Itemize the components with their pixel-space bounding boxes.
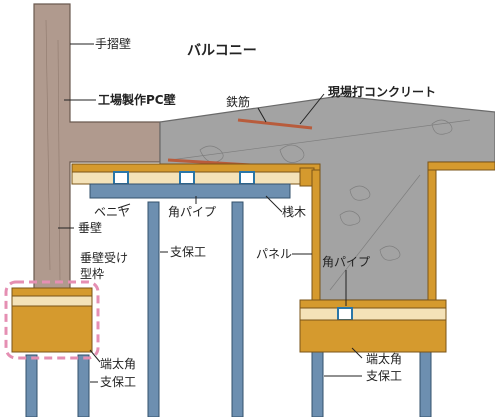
support-post-center-right — [231, 201, 244, 417]
title: バルコニー — [187, 43, 257, 59]
cleat-row — [71, 171, 321, 185]
square-pipe-3 — [239, 171, 255, 185]
veneer-slab — [71, 163, 321, 173]
panel-left — [311, 169, 321, 305]
panel-bottom — [299, 299, 447, 309]
concrete-texture — [169, 119, 471, 291]
label-square-pipe-right: 角パイプ — [322, 255, 370, 269]
rebar-upper — [237, 118, 313, 130]
end-timber-left — [11, 305, 93, 353]
label-support-post-left: 支保工 — [100, 375, 136, 389]
pc-wall-texture-2 — [57, 39, 61, 281]
hanging-wall-receiver-mid — [11, 295, 93, 307]
panel-bottom-cleat-row — [299, 307, 447, 321]
label-veneer: ベニヤ — [94, 205, 130, 219]
label-end-timber-left: 端太角 — [100, 356, 136, 371]
leader-lines — [58, 43, 363, 383]
square-pipe-beam-bottom — [337, 307, 353, 321]
support-post-right-a — [311, 351, 324, 417]
support-post-right-b — [419, 351, 432, 417]
support-post-left-b — [77, 354, 90, 417]
square-pipe-1 — [113, 171, 129, 185]
label-support-post-center: 支保工 — [170, 245, 206, 259]
support-post-left-a — [25, 354, 38, 417]
label-hanging-wall-receiver-2: 型枠 — [80, 267, 104, 281]
label-square-pipe-left: 角パイプ — [168, 205, 216, 219]
end-timber-right — [299, 319, 447, 353]
support-post-left-group — [25, 354, 90, 417]
highlight-dashed-box — [4, 280, 100, 360]
label-support-post-right: 支保工 — [366, 369, 402, 383]
label-cast-concrete: 現場打コンクリート — [328, 84, 436, 99]
support-post-center — [147, 201, 160, 417]
label-end-timber-right: 端太角 — [366, 351, 402, 366]
hanging-wall-receiver-top — [11, 287, 93, 297]
label-factory-pc-wall: 工場製作PC壁 — [98, 92, 176, 107]
panel-right-top — [427, 161, 495, 171]
square-pipe-beam-left — [89, 183, 291, 199]
label-rebar: 鉄筋 — [226, 94, 250, 109]
label-hanging-wall: 垂壁 — [78, 220, 102, 235]
label-hanging-wall-receiver-1: 垂壁受け — [80, 250, 128, 265]
label-panel: パネル — [256, 247, 292, 261]
square-pipe-2 — [179, 171, 195, 185]
label-handrail-wall: 手摺壁 — [95, 36, 131, 51]
pc-wall-texture — [45, 19, 51, 271]
label-cleat: 桟木 — [282, 205, 306, 219]
panel-right — [427, 165, 437, 305]
